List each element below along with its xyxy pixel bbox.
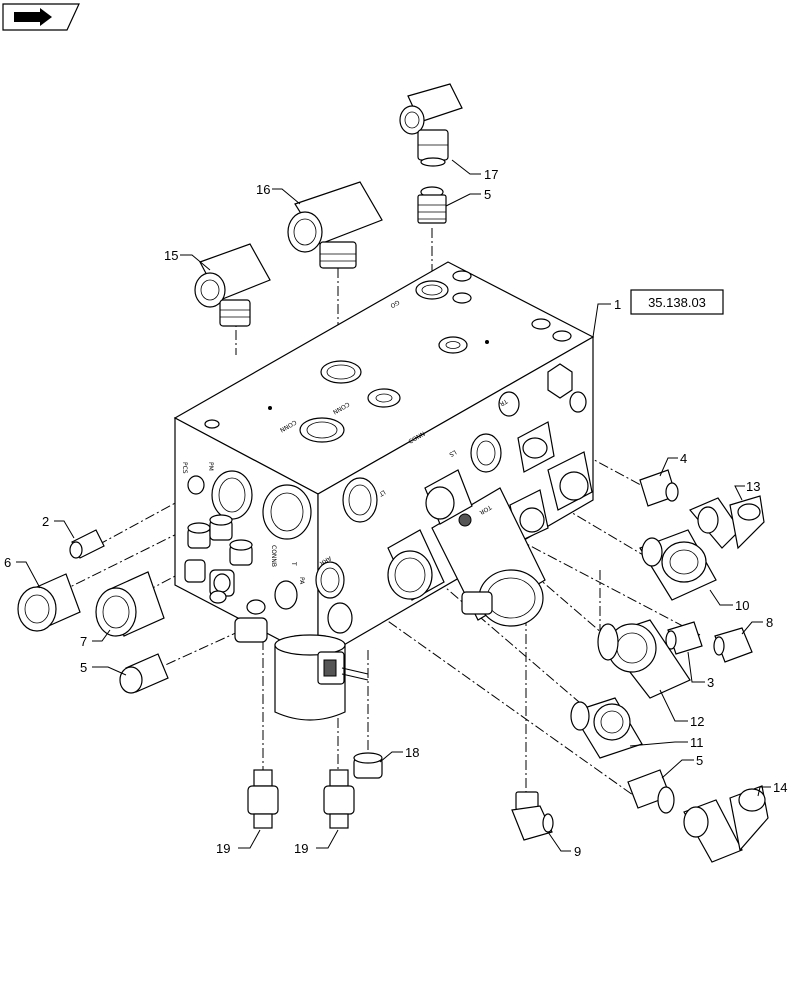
callout-13: 13	[746, 479, 760, 494]
cartridge-valve	[387, 469, 546, 627]
callout-5-top: 5	[484, 187, 491, 202]
solenoid-coil	[234, 617, 369, 721]
callout-14: 14	[773, 780, 787, 795]
callout-15: 15	[164, 248, 178, 263]
callout-16: 16	[256, 182, 270, 197]
callout-12: 12	[690, 714, 704, 729]
reference-text: 35.138.03	[648, 295, 706, 310]
fitting-5-left	[119, 653, 169, 694]
fitting-16	[287, 181, 383, 269]
marking-connb: CONNB	[270, 545, 277, 567]
fitting-12	[597, 619, 691, 699]
marking-go: GO	[389, 298, 401, 309]
marking-lt: LT	[377, 488, 386, 497]
fitting-9	[511, 791, 554, 841]
callout-1: 1	[614, 297, 621, 312]
callout-5-left: 5	[80, 660, 87, 675]
marking-tr: TR	[498, 397, 509, 407]
fitting-10	[639, 529, 717, 601]
fitting-5-top	[417, 186, 447, 224]
fitting-7	[95, 571, 165, 637]
callout-11: 11	[690, 735, 704, 750]
fitting-15	[194, 243, 271, 327]
reference-box[interactable]: 35.138.03	[630, 289, 724, 315]
callout-6: 6	[4, 555, 11, 570]
callout-18: 18	[405, 745, 419, 760]
fitting-3	[665, 621, 703, 655]
fitting-2	[69, 529, 105, 559]
fitting-4	[639, 469, 679, 507]
book-arrow-icon[interactable]	[2, 3, 80, 31]
fitting-5-right	[627, 769, 675, 814]
block-front-fittings	[184, 514, 266, 615]
fitting-8	[713, 627, 753, 663]
callout-17: 17	[484, 167, 498, 182]
callout-3: 3	[707, 675, 714, 690]
callout-19-center: 19	[294, 841, 308, 856]
fitting-19-left	[247, 769, 279, 829]
callout-8: 8	[766, 615, 773, 630]
fitting-19-center	[323, 769, 355, 829]
marking-pa: PA	[298, 577, 305, 585]
callout-10: 10	[735, 598, 749, 613]
fitting-14	[683, 785, 769, 863]
marking-pm: PM	[207, 462, 214, 471]
callout-labels: 17 5 16 15 1 2 6 7 5 4 13 10 8 3 12 11 5…	[4, 167, 787, 859]
callout-19-left: 19	[216, 841, 230, 856]
marking-ls: LS	[448, 448, 458, 458]
callout-4: 4	[680, 451, 687, 466]
marking-pcs: PCS	[181, 462, 188, 474]
fitting-13	[689, 495, 765, 550]
fitting-6	[17, 573, 81, 632]
marking-t: T	[290, 561, 297, 566]
callout-5-right: 5	[696, 753, 703, 768]
callout-7: 7	[80, 634, 87, 649]
callout-2: 2	[42, 514, 49, 529]
callout-9: 9	[574, 844, 581, 859]
fitting-17	[399, 83, 463, 167]
fitting-18	[353, 752, 383, 779]
leader-lines	[16, 159, 771, 852]
fitting-11	[570, 697, 643, 759]
